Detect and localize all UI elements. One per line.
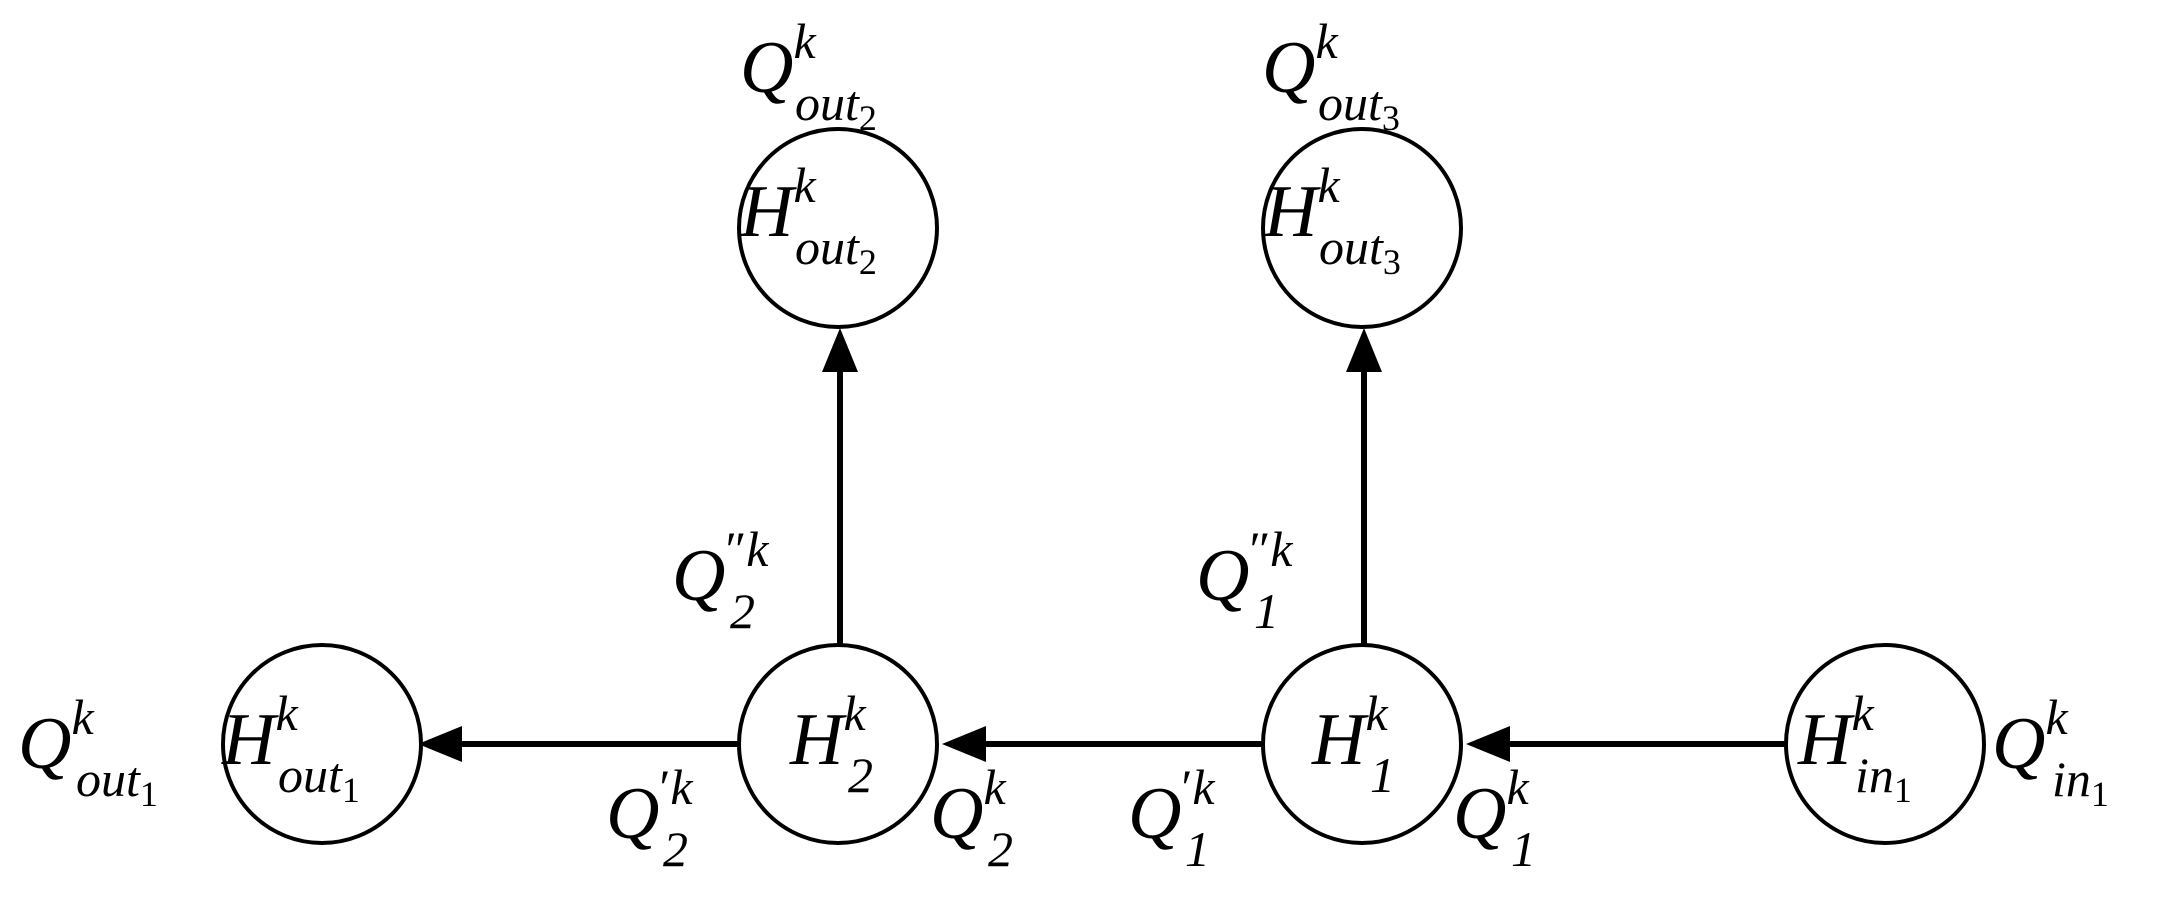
node-h-out1 [221, 643, 423, 845]
node-h-in1 [1784, 643, 1986, 845]
arrowhead-h2 [942, 726, 986, 762]
arrowhead-out3 [1346, 328, 1382, 372]
node-h-out3 [1261, 127, 1463, 329]
arrowhead-h1 [1466, 726, 1510, 762]
arrowhead-out1 [418, 726, 462, 762]
node-h1 [1261, 643, 1463, 845]
arrowhead-out2 [822, 328, 858, 372]
node-h2 [737, 643, 939, 845]
node-h-out2 [737, 127, 939, 329]
